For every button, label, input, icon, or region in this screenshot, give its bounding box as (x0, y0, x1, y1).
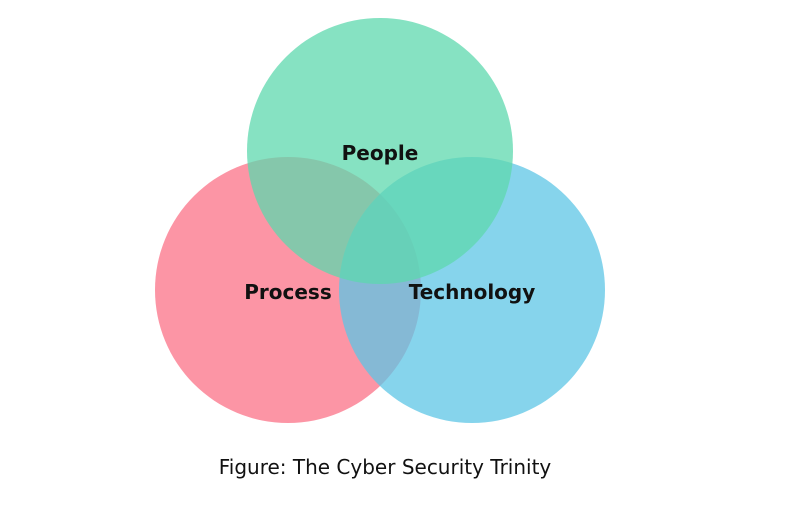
process-label: Process (244, 280, 332, 304)
figure-caption-text: Figure: The Cyber Security Trinity (218, 455, 552, 479)
figure-caption: Figure: The Cyber Security Trinity (0, 455, 794, 479)
people-circle (247, 18, 513, 284)
people-label: People (342, 141, 419, 165)
technology-label: Technology (409, 280, 536, 304)
